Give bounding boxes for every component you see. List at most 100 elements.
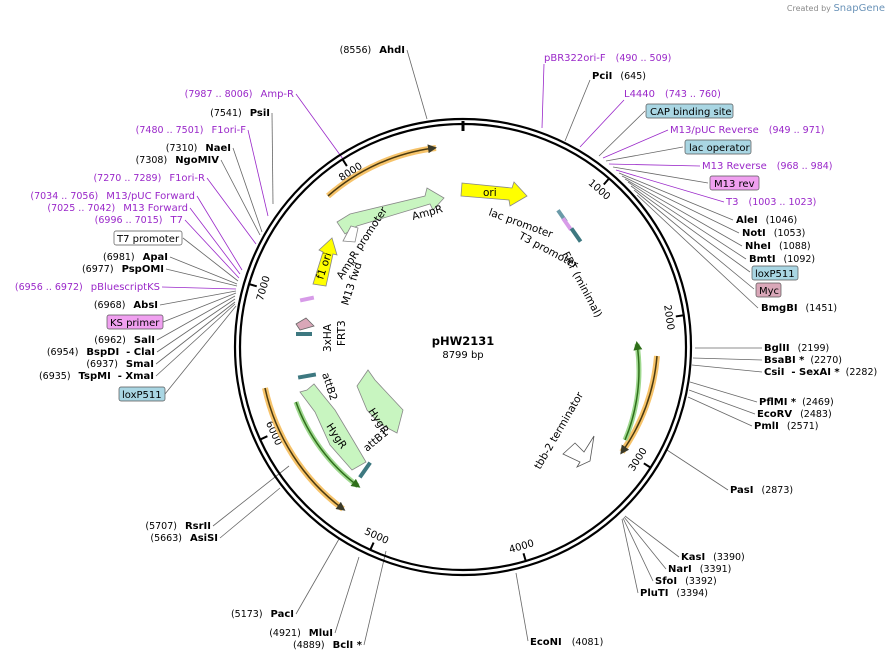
enzyme-label[interactable]: NheI(1088) — [745, 241, 811, 252]
f1-ori-arrow[interactable] — [312, 237, 338, 287]
primer-label[interactable]: (7480 .. 7501)F1ori-F — [136, 125, 247, 136]
enzyme-label[interactable]: AleI(1046) — [736, 215, 797, 226]
enzyme-label[interactable]: NarI(3391) — [668, 564, 731, 575]
enzyme-label[interactable]: (6937)SmaI — [86, 359, 154, 370]
enzyme-label[interactable]: EcoRV(2483) — [757, 409, 832, 420]
enzyme-label[interactable]: (5707)RsrII — [145, 521, 211, 532]
enzyme-label[interactable]: (6954)BspDI - ClaI — [47, 347, 155, 358]
ampr-arrow[interactable] — [336, 187, 445, 235]
small-feature-marks — [296, 209, 583, 479]
primer-label[interactable]: M13/pUC Reverse(949 .. 971) — [670, 125, 825, 136]
primer-label[interactable]: (7270 .. 7289)F1ori-R — [93, 173, 205, 184]
leader-line — [406, 49, 428, 120]
tick-mark — [522, 553, 527, 562]
enzyme-label[interactable]: (7541)PsiI — [210, 108, 270, 119]
amp-dark-arc — [327, 144, 437, 197]
enzyme-label[interactable]: PciI(645) — [592, 71, 646, 82]
t7-promoter-box[interactable] — [113, 230, 183, 246]
enzyme-label[interactable]: NotI(1053) — [742, 228, 805, 239]
enzyme-label[interactable]: (4889)BclI * — [293, 640, 363, 651]
primer-label[interactable]: (7025 .. 7042)M13 Forward — [47, 203, 188, 214]
enzyme-label[interactable]: (4921)MluI — [269, 628, 333, 639]
primer-label[interactable]: M13 Reverse(968 .. 984) — [702, 161, 833, 172]
m13fwd-mark — [299, 295, 315, 303]
hygr-arrow-1[interactable] — [356, 369, 404, 434]
leader-line — [162, 292, 237, 323]
leader-line — [156, 298, 236, 353]
cap-binding-site-box[interactable] — [645, 103, 734, 119]
leader-line — [206, 177, 257, 245]
snapgene-credit: Created by SnapGene — [787, 3, 885, 14]
enzyme-label[interactable]: (6935)TspMI - XmaI — [39, 371, 154, 382]
enzyme-label[interactable]: CsiI - SexAI *(2282) — [764, 367, 877, 378]
primer-label[interactable]: (6996 .. 7015)T7 — [95, 215, 183, 226]
leader-line — [156, 295, 236, 341]
leader-line — [579, 99, 625, 148]
leader-line — [295, 93, 344, 160]
enzyme-label[interactable]: BglII(2199) — [764, 343, 829, 354]
enzyme-label[interactable]: (8556)AhdI — [340, 45, 405, 56]
primer-label[interactable]: (6956 .. 6972)pBluescriptKS — [15, 282, 160, 293]
left-label-column: (8556)AhdI (7987 .. 8006)Amp-R (7541)Psi… — [15, 45, 405, 651]
right-label-column: pBR322ori-F(490 .. 509) PciI(645) L4440(… — [530, 53, 877, 648]
leader-line — [692, 357, 763, 361]
m13-rev-box[interactable] — [709, 175, 760, 191]
leader-line — [515, 572, 529, 642]
leader-line — [161, 286, 237, 290]
enzyme-label[interactable]: PluTI(3394) — [640, 588, 708, 599]
leader-line — [184, 219, 240, 279]
tick-mark — [341, 158, 348, 167]
leader-line — [212, 465, 290, 527]
enzyme-label[interactable]: (6962)SalI — [94, 335, 155, 346]
orf-track-arcs — [262, 144, 660, 512]
enzyme-label[interactable]: (6977)PspOMI — [82, 264, 164, 275]
loxp511-label-right: loxP511 — [755, 269, 795, 280]
enzyme-label[interactable]: (5173)PacI — [231, 609, 294, 620]
leader-line — [232, 147, 263, 233]
enzyme-label[interactable]: PasI(2873) — [730, 485, 793, 496]
feature-arrows — [295, 181, 595, 471]
hygr-arrow-2[interactable] — [299, 383, 367, 471]
enzyme-label[interactable]: (6968)AbsI — [94, 300, 158, 311]
leader-line — [687, 396, 753, 427]
enzyme-label[interactable]: (6981)ApaI — [103, 252, 168, 263]
leader-line — [624, 515, 680, 558]
tick-mark — [643, 462, 652, 469]
enzyme-label[interactable]: (7308)NgoMIV — [136, 155, 220, 166]
tbb2-terminator-arrow[interactable] — [562, 435, 595, 468]
lac-operator-box[interactable] — [684, 139, 752, 155]
enzyme-label[interactable]: PmlI(2571) — [754, 421, 819, 432]
frt-minimal-label: FRT (minimal) — [559, 250, 604, 320]
snapgene-logo: SnapGene — [833, 3, 885, 14]
primer-label[interactable]: L4440(743 .. 760) — [624, 89, 721, 100]
primer-label[interactable]: (7034 .. 7056)M13/pUC Forward — [30, 191, 195, 202]
enzyme-label[interactable]: BmgBI(1451) — [761, 303, 837, 314]
loxp511-box-left[interactable] — [118, 386, 166, 402]
enzyme-label[interactable]: EcoNI(4081) — [530, 637, 603, 648]
enzyme-label[interactable]: BmtI(1092) — [749, 254, 815, 265]
enzyme-label[interactable]: BsaBI *(2270) — [764, 355, 842, 366]
ks-primer-box[interactable] — [106, 314, 164, 330]
enzyme-label[interactable]: KasI(3390) — [681, 552, 745, 563]
leader-line — [689, 381, 758, 403]
loxp511-box-right[interactable] — [751, 265, 799, 281]
leader-line — [608, 163, 701, 167]
plasmid-length: 8799 bp — [442, 350, 483, 361]
tick-label: 7000 — [255, 275, 273, 303]
enzyme-label[interactable]: SfoI(3392) — [655, 576, 717, 587]
primer-label[interactable]: (7987 .. 8006)Amp-R — [185, 89, 294, 100]
ori-arrow[interactable] — [460, 181, 528, 207]
tick-label: 2000 — [661, 304, 676, 331]
ampr-promoter-arrow[interactable] — [342, 225, 359, 243]
primer-label[interactable]: pBR322ori-F(490 .. 509) — [544, 53, 671, 64]
3xha-arrow[interactable] — [295, 317, 315, 331]
frt3-label: FRT3 — [336, 320, 348, 346]
primer-label[interactable]: T3(1003 .. 1023) — [725, 197, 816, 208]
enzyme-label[interactable]: (5663)AsiSI — [150, 533, 218, 544]
t7-promoter-label: T7 promoter — [116, 234, 180, 245]
ks-primer-label: KS primer — [110, 318, 160, 329]
enzyme-label[interactable]: PflMI *(2469) — [759, 397, 834, 408]
enzyme-label[interactable]: (7310)NaeI — [166, 143, 231, 154]
credit-prefix: Created by — [786, 4, 831, 13]
myc-box[interactable] — [755, 282, 782, 298]
